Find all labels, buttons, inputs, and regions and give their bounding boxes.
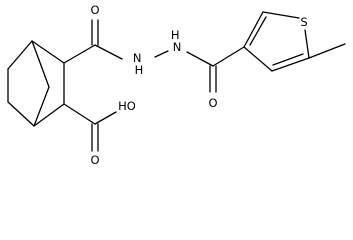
atom-nh-n: N [133, 51, 142, 65]
methyl-bond [308, 43, 346, 59]
chemical-structure: O HO O N H H N O S [7, 3, 346, 167]
atom-oxygen: O [90, 153, 99, 167]
bond [243, 46, 273, 72]
atom-nh: N H [133, 51, 145, 77]
atom-oxygen: O [90, 3, 99, 17]
atom-nh-h: H [171, 28, 180, 42]
thiophene-ring [243, 11, 310, 72]
amide-left [63, 19, 123, 64]
bond [94, 111, 117, 125]
bridge-bond [31, 40, 50, 88]
double-bond [249, 16, 267, 46]
atom-nh-n: N [173, 40, 182, 54]
bond [33, 103, 65, 127]
bond [94, 44, 123, 60]
bond [63, 44, 96, 64]
amide-right [186, 46, 245, 93]
bond [304, 29, 310, 59]
bond [262, 11, 300, 19]
double-bond [272, 53, 304, 66]
atom-nh: H N [171, 28, 183, 54]
bond [63, 103, 96, 125]
carboxylic-acid [63, 103, 117, 152]
atom-nh-h: H [135, 63, 144, 77]
norbornane-ring [7, 40, 65, 127]
bond [7, 101, 35, 127]
atom-hydroxyl: HO [118, 99, 136, 113]
bridge-bond [33, 86, 50, 127]
double-bond [271, 57, 310, 72]
bond [31, 40, 65, 64]
atom-sulfur: S [300, 15, 307, 29]
bond [7, 40, 33, 70]
n-n-bond [154, 50, 169, 58]
atom-oxygen: O [208, 96, 217, 110]
double-bond [243, 11, 264, 48]
bond [186, 51, 214, 67]
bond [212, 46, 245, 67]
